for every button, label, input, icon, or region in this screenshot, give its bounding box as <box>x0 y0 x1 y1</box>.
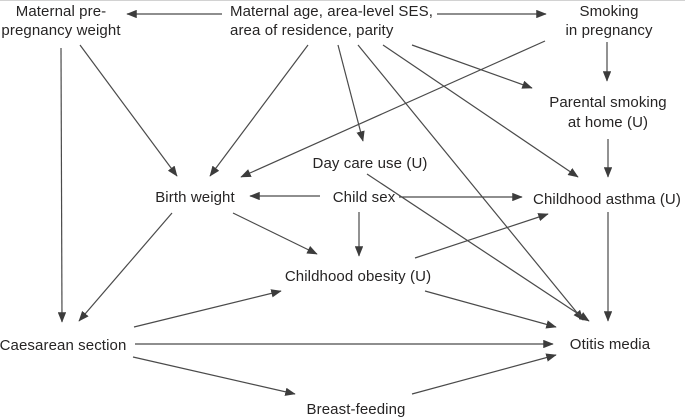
edge-maternal-prepregnancy-weight-to-birth-weight <box>79 44 178 177</box>
node-childhood-obesity: Childhood obesity (U) <box>285 268 431 285</box>
node-birth-weight-line-0: Birth weight <box>155 189 235 206</box>
edge-childhood-obesity-to-childhood-asthma <box>414 213 549 259</box>
node-maternal-prepregnancy-weight: Maternal pre-pregnancy weight <box>1 3 121 39</box>
node-day-care-use-line-0: Day care use (U) <box>313 155 428 172</box>
edge-birth-weight-to-childhood-obesity <box>232 212 318 255</box>
node-maternal-age-ses: Maternal age, area-level SES, area of res… <box>230 3 433 39</box>
edge-maternal-age-ses-to-childhood-asthma <box>382 44 579 178</box>
node-otitis-media: Otitis media <box>570 336 651 353</box>
edge-childhood-obesity-to-otitis-media <box>424 290 557 329</box>
node-birth-weight: Birth weight <box>155 189 235 206</box>
node-smoking-in-pregnancy-line-1: in pregnancy <box>565 22 652 39</box>
edge-birth-weight-to-caesarean-section <box>78 212 173 322</box>
node-maternal-age-ses-line-1: area of residence, parity <box>230 22 394 39</box>
node-childhood-asthma-line-0: Childhood asthma (U) <box>533 191 681 208</box>
edge-caesarean-section-to-childhood-obesity <box>133 289 282 328</box>
node-smoking-in-pregnancy: Smoking in pregnancy <box>565 3 652 39</box>
edge-maternal-age-ses-to-day-care-use <box>337 44 365 142</box>
edge-maternal-prepregnancy-weight-to-caesarean-section <box>57 47 67 323</box>
node-maternal-age-ses-line-0: Maternal age, area-level SES, <box>230 3 433 20</box>
node-day-care-use: Day care use (U) <box>313 155 428 172</box>
node-child-sex: Child sex <box>333 189 396 206</box>
edge-maternal-age-ses-to-parental-smoking-at-home <box>411 44 533 89</box>
node-maternal-prepregnancy-weight-line-1: pregnancy weight <box>1 22 121 39</box>
node-child-sex-line-0: Child sex <box>333 189 396 206</box>
edge-maternal-age-ses-to-otitis-media <box>357 44 584 321</box>
node-parental-smoking-at-home: Parental smoking at home (U) <box>549 94 667 131</box>
edge-maternal-age-ses-to-birth-weight <box>209 44 309 177</box>
edge-caesarean-section-to-breast-feeding <box>132 356 296 396</box>
node-caesarean-section: Caesarean section <box>0 337 126 354</box>
node-caesarean-section-line-0: Caesarean section <box>0 337 126 354</box>
node-maternal-prepregnancy-weight-line-0: Maternal pre- <box>16 3 107 20</box>
node-childhood-asthma: Childhood asthma (U) <box>533 191 681 208</box>
node-parental-smoking-at-home-line-0: Parental smoking <box>549 94 667 111</box>
node-parental-smoking-at-home-line-1: at home (U) <box>568 114 648 131</box>
figure-top-rule <box>0 0 685 1</box>
node-breast-feeding-line-0: Breast-feeding <box>307 401 406 418</box>
node-breast-feeding: Breast-feeding <box>307 401 406 418</box>
edge-smoking-in-pregnancy-to-birth-weight <box>240 40 546 178</box>
edge-breast-feeding-to-otitis-media <box>411 353 557 395</box>
edge-day-care-use-to-otitis-media <box>366 173 590 322</box>
node-smoking-in-pregnancy-line-0: Smoking <box>579 3 638 20</box>
node-otitis-media-line-0: Otitis media <box>570 336 651 353</box>
node-childhood-obesity-line-0: Childhood obesity (U) <box>285 268 431 285</box>
